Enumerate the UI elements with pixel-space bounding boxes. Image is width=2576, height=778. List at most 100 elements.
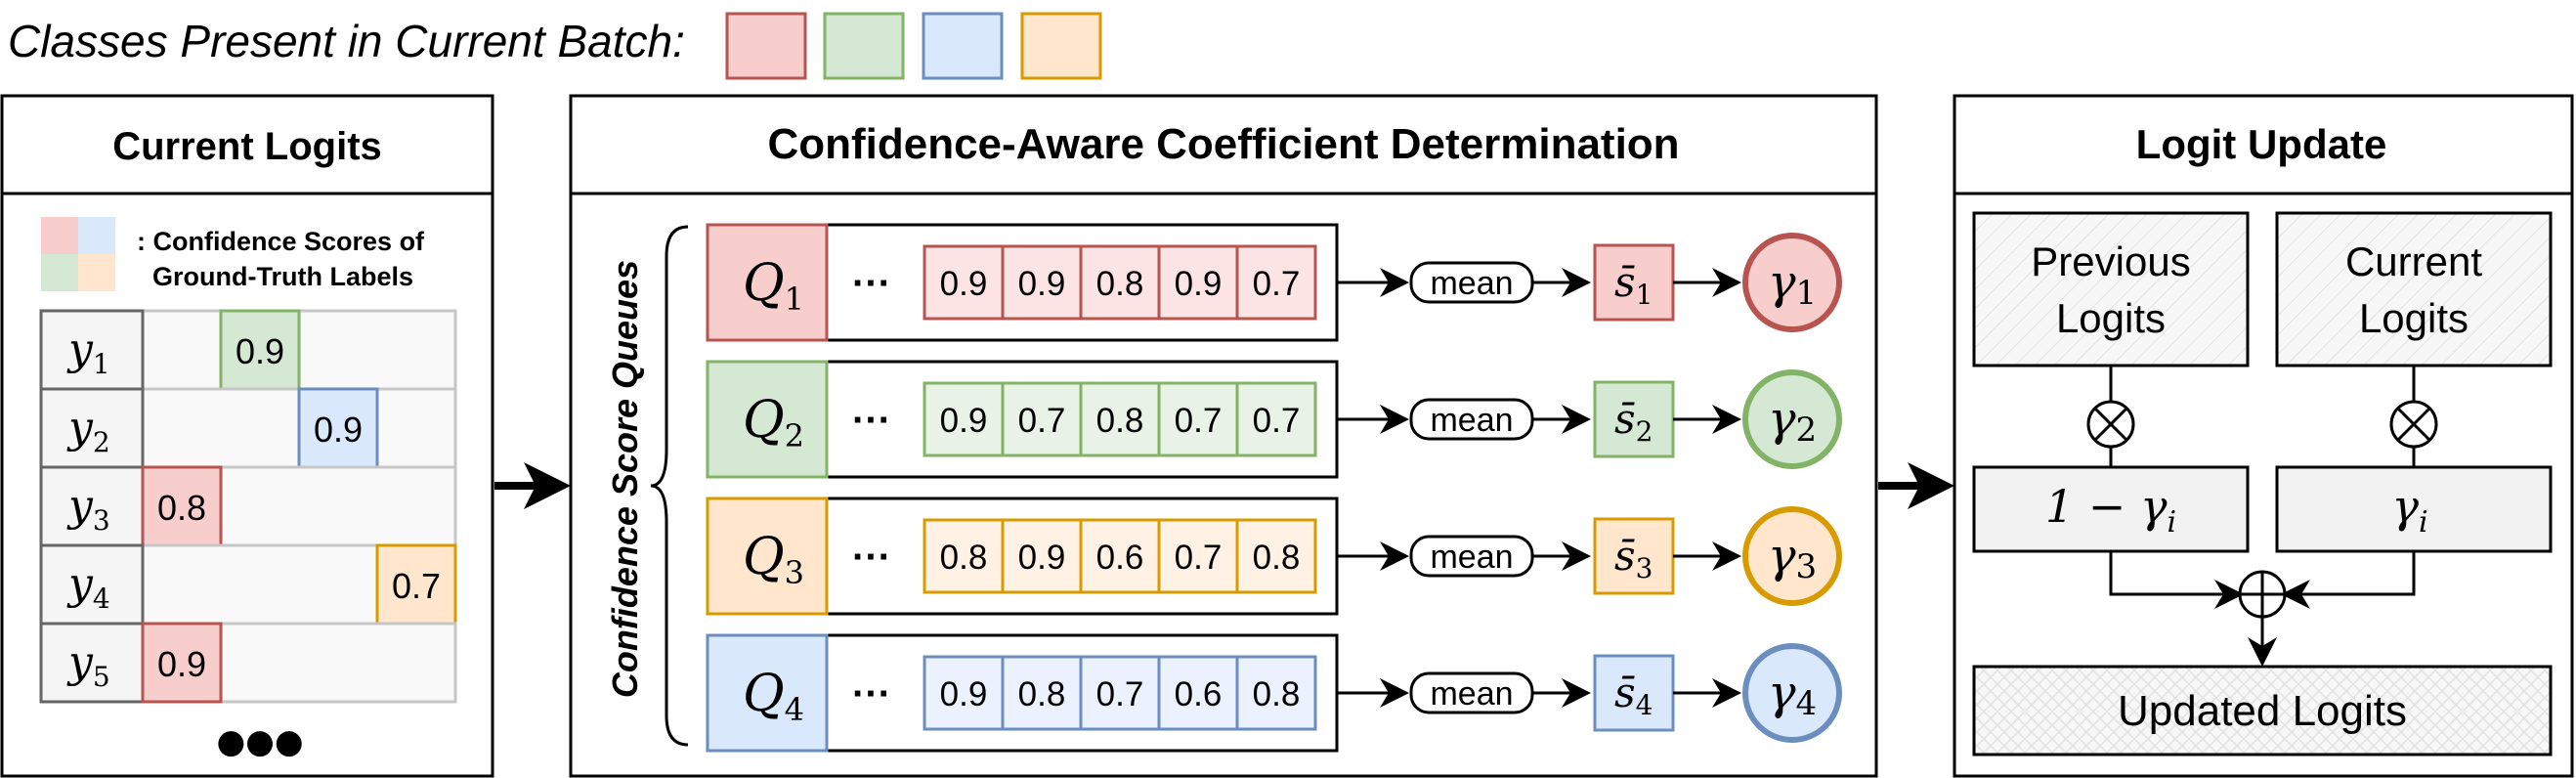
queue-ellipsis: ···	[852, 262, 891, 305]
logits-row-label: y2	[66, 403, 110, 458]
confidence-score-value: 0.8	[157, 488, 206, 528]
queue-score-cell	[1079, 381, 1161, 457]
gamma-coefficient-label: γ4	[1768, 666, 1817, 723]
current-logits-box	[2275, 211, 2553, 367]
mean-label: mean	[1430, 265, 1513, 302]
queue-score: 0.7	[1018, 402, 1066, 440]
legend-swatch-green	[823, 12, 905, 80]
queue-score: 0.8	[1253, 675, 1301, 713]
coefficient-panel: Confidence-Aware Coefficient Determinati…	[569, 94, 1878, 778]
queue-score-cell	[1235, 381, 1317, 457]
confidence-note-line2: Ground-Truth Labels	[152, 262, 413, 291]
mean-score-box	[1593, 654, 1675, 732]
queue-score: 0.7	[1175, 539, 1223, 577]
logits-row-label: y4	[66, 559, 110, 615]
logits-row-label-cell	[39, 622, 145, 704]
queue-score-cell	[1157, 655, 1239, 731]
gamma-coefficient-label: γ3	[1768, 529, 1817, 586]
logits-row-label-cell	[39, 543, 145, 626]
queue-score: 0.7	[1253, 265, 1301, 303]
logits-row-label-cell	[39, 387, 145, 469]
logits-row: y3 0.8	[39, 465, 457, 547]
updated-logits-label: Updated Logits	[2118, 687, 2407, 735]
legend-swatch-red	[725, 12, 807, 80]
queues-brace	[650, 225, 689, 747]
queue-label: Q4	[743, 665, 804, 728]
one-minus-gamma-box	[1972, 465, 2250, 553]
queue-score: 0.8	[1018, 675, 1066, 713]
queue-score-cell	[1079, 518, 1161, 594]
logit-update-title: Logit Update	[2136, 121, 2387, 167]
logits-row: y4 0.7	[39, 543, 457, 626]
queue-score: 0.6	[1096, 539, 1144, 577]
queue-score: 0.9	[940, 402, 988, 440]
multiply-left-icon	[2086, 400, 2135, 449]
queue-ellipsis: ···	[852, 672, 891, 715]
queue-score: 0.7	[1175, 402, 1223, 440]
multiply-right-icon	[2389, 400, 2438, 449]
queue-score-cell	[1157, 244, 1239, 321]
logits-row-label: y1	[66, 324, 110, 380]
previous-logits-line2: Logits	[2056, 295, 2166, 341]
current-logits-line1: Current	[2345, 238, 2482, 284]
queue-score: 0.6	[1175, 675, 1223, 713]
logits-row-label: y5	[66, 637, 110, 693]
mean-score-label: s̄3	[1614, 532, 1653, 584]
previous-logits-box	[1972, 211, 2250, 367]
legend-swatches	[725, 12, 1102, 80]
queue-score: 0.9	[940, 265, 988, 303]
queue-label: Q3	[743, 528, 804, 591]
confidence-score-value: 0.9	[157, 644, 206, 684]
logits-row-label: y3	[66, 481, 110, 537]
more-rows-indicator: ●●●	[216, 722, 303, 761]
queue-ellipsis: ···	[852, 536, 891, 579]
mean-label: mean	[1430, 675, 1513, 713]
queue-score-cell	[1235, 518, 1317, 594]
coefficient-title: Confidence-Aware Coefficient Determinati…	[767, 120, 1679, 168]
queue-score-cell	[1079, 244, 1161, 321]
confidence-score-value: 0.7	[392, 566, 441, 606]
previous-logits-line1: Previous	[2031, 238, 2190, 284]
logits-row: y1 0.9	[39, 309, 457, 391]
queue-label-cell	[706, 360, 829, 479]
logits-row: y5 0.9	[39, 622, 457, 704]
legend-swatch-orange	[1020, 12, 1102, 80]
queue-score-cell	[923, 244, 1005, 321]
queue-score-cell	[1157, 381, 1239, 457]
queue-score: 0.9	[1018, 539, 1066, 577]
mean-score-label: s̄2	[1614, 395, 1653, 448]
confidence-score-value: 0.9	[314, 410, 363, 450]
confidence-note-line1: : Confidence Scores of	[137, 227, 425, 256]
queue-score-cell	[1001, 244, 1083, 321]
queue-score: 0.7	[1096, 675, 1144, 713]
queue-label: Q1	[743, 254, 804, 318]
add-icon	[2238, 570, 2287, 619]
queues-side-label: Confidence Score Queues	[605, 260, 645, 698]
queue-score: 0.8	[1253, 539, 1301, 577]
queue-score: 0.7	[1253, 402, 1301, 440]
mean-score-label: s̄1	[1614, 258, 1653, 311]
logit-update-panel: Logit Update Previous Logits Current Log…	[1953, 94, 2574, 778]
legend-label: Classes Present in Current Batch:	[8, 16, 685, 66]
current-logits-panel: Current Logits : Confidence Scores of Gr…	[0, 94, 494, 778]
current-logits-line2: Logits	[2359, 295, 2469, 341]
logits-table: y1 0.9 y2 0.9 y3 0.8 y4 0.7 y5 0.9	[39, 309, 457, 704]
logits-row-label-cell	[39, 465, 145, 547]
confidence-score-cell	[297, 387, 379, 469]
mean-label: mean	[1430, 539, 1513, 576]
confidence-score-cell	[375, 543, 457, 626]
one-minus-gamma-label: 1 − γi	[2045, 480, 2176, 540]
queue-score-cell	[923, 381, 1005, 457]
queue-score: 0.8	[1096, 265, 1144, 303]
gamma-coefficient-label: γ1	[1768, 255, 1817, 313]
queue-score: 0.9	[1018, 265, 1066, 303]
mean-label: mean	[1430, 402, 1513, 439]
gamma-i-label: γi	[2391, 480, 2427, 540]
confidence-score-value: 0.9	[236, 331, 284, 371]
queue-label-cell	[706, 223, 829, 342]
confidence-score-cell	[141, 622, 223, 704]
